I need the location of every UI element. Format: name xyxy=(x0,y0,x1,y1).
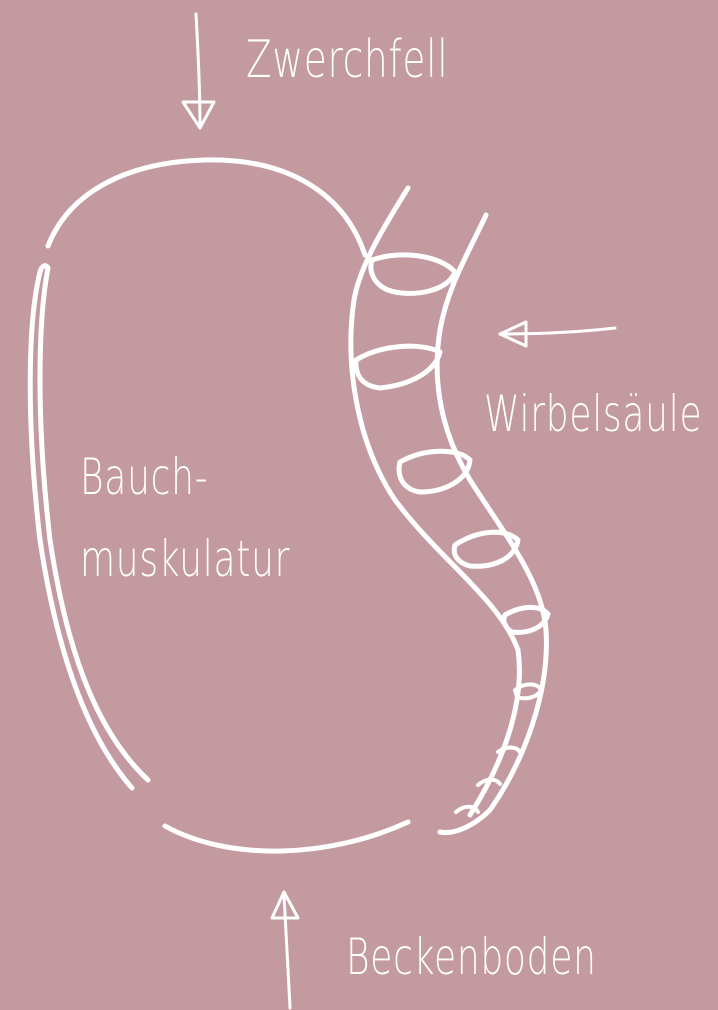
diaphragm-curve xyxy=(48,160,365,255)
vertebra-2 xyxy=(356,346,440,388)
vertebra-1 xyxy=(371,255,455,294)
label-abdominal-line1: Bauch- xyxy=(80,448,208,506)
arrow-up-icon xyxy=(272,892,298,1008)
sacrum-segment-1 xyxy=(498,748,520,753)
label-abdominal-line2: muskulatur xyxy=(80,530,290,588)
label-spine: Wirbelsäule xyxy=(484,385,702,443)
arrow-down-icon xyxy=(183,14,214,128)
arrow-left-icon xyxy=(500,322,615,346)
pelvic-floor-curve xyxy=(165,822,408,851)
vertebra-5 xyxy=(504,607,548,632)
label-pelvic-floor: Beckenboden xyxy=(346,928,597,986)
label-diaphragm: Zwerchfell xyxy=(246,30,448,90)
spine-posterior-line xyxy=(437,215,546,833)
abdominal-wall-inner xyxy=(40,268,148,780)
